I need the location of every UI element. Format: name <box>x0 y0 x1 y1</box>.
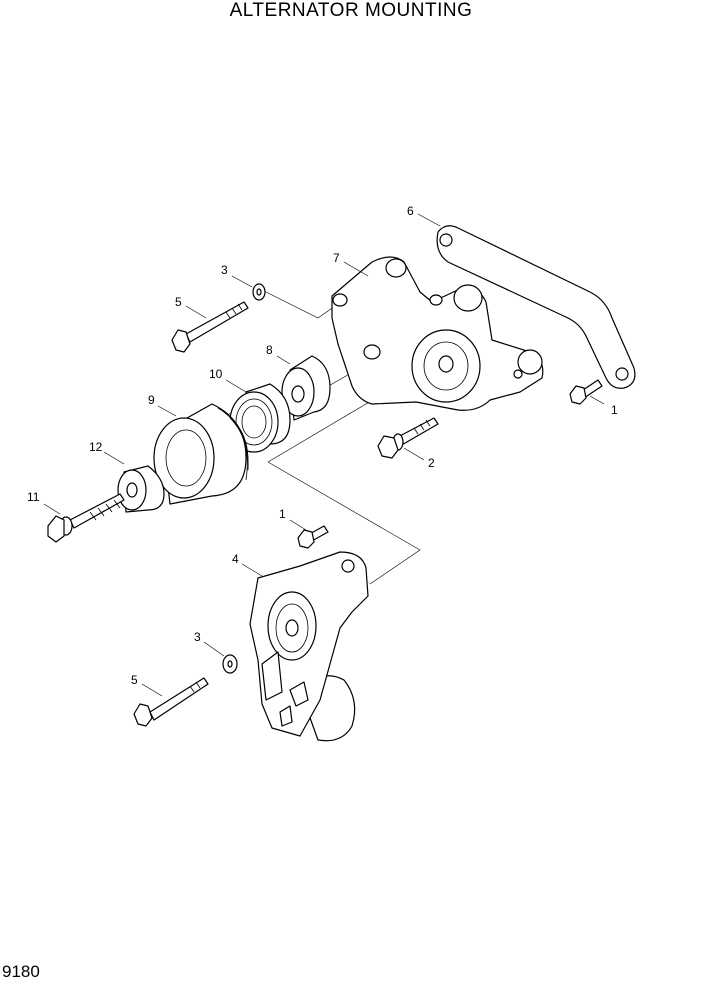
callout-1-lower: 1 <box>279 507 286 521</box>
bolt-part-11 <box>47 493 125 543</box>
callout-5-upper: 5 <box>175 295 182 309</box>
callout-8: 8 <box>266 343 273 357</box>
callout-9: 9 <box>148 393 155 407</box>
callout-2: 2 <box>428 456 435 470</box>
page-code: 9180 <box>2 962 40 981</box>
pulley-part-9 <box>153 403 249 505</box>
washer-part-3-lower <box>222 654 238 674</box>
callout-11: 11 <box>27 490 40 504</box>
callout-labels: 6 7 3 5 8 10 9 12 11 1 2 1 4 3 5 <box>27 204 618 687</box>
spacer-part-8 <box>281 355 331 421</box>
washer-part-3-upper <box>252 283 266 301</box>
bolt-part-2 <box>377 417 439 459</box>
bracket-part-7 <box>331 256 544 411</box>
bolt-part-5-upper <box>171 301 249 353</box>
tensioner-part-4 <box>249 551 369 742</box>
callout-leaders <box>43 213 605 697</box>
bolt-part-1-lower <box>297 525 329 549</box>
callout-1-upper: 1 <box>611 403 618 417</box>
cap-part-12 <box>117 465 165 513</box>
callout-10: 10 <box>209 367 223 381</box>
callout-5-lower: 5 <box>131 673 138 687</box>
callout-6: 6 <box>407 204 414 218</box>
page-title: ALTERNATOR MOUNTING <box>229 0 473 21</box>
bolt-part-1-upper <box>569 379 603 405</box>
callout-12: 12 <box>89 440 103 454</box>
callout-4: 4 <box>232 552 239 566</box>
callout-3-upper: 3 <box>221 263 228 277</box>
callout-7: 7 <box>333 251 340 265</box>
bolt-part-5-lower <box>133 677 209 727</box>
callout-3-lower: 3 <box>194 630 201 644</box>
support-plate-part-6 <box>436 225 636 389</box>
